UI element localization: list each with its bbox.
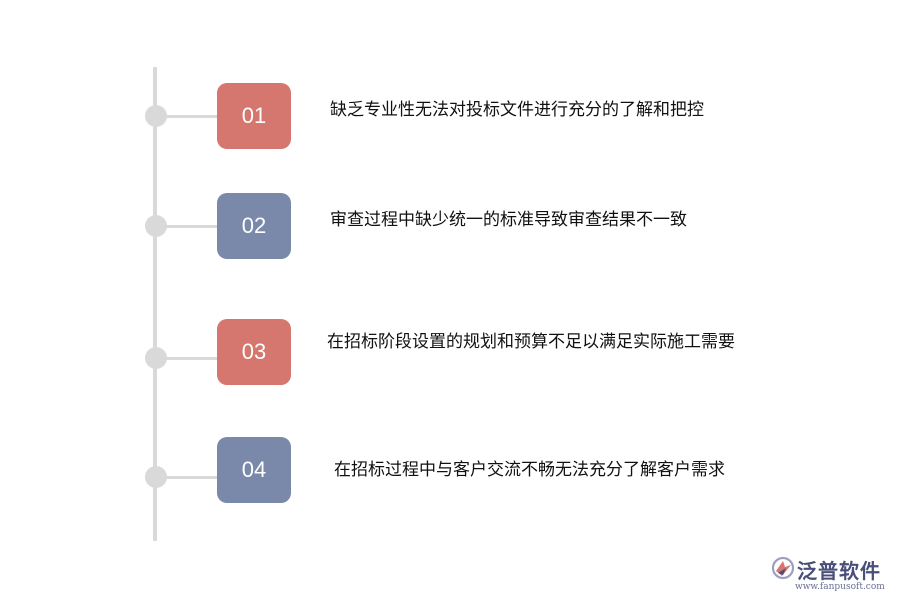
brand-logo: 泛普软件 www.fanpusoft.com bbox=[770, 555, 895, 595]
timeline-dot bbox=[145, 215, 167, 237]
step-number-badge: 03 bbox=[217, 319, 291, 385]
step-03: 03 在招标阶段设置的规划和预算不足以满足实际施工需要 bbox=[0, 318, 900, 388]
step-04: 04 在招标过程中与客户交流不畅无法充分了解客户需求 bbox=[0, 436, 900, 506]
brand-name: 泛普软件 bbox=[797, 559, 881, 583]
timeline-dot bbox=[145, 105, 167, 127]
step-number-badge: 02 bbox=[217, 193, 291, 259]
timeline-connector bbox=[165, 115, 217, 118]
fanpu-logo-icon bbox=[771, 556, 795, 580]
step-text: 在招标过程中与客户交流不畅无法充分了解客户需求 bbox=[334, 460, 725, 480]
step-text: 审查过程中缺少统一的标准导致审查结果不一致 bbox=[330, 210, 687, 230]
timeline-connector bbox=[165, 225, 217, 228]
step-number-badge: 01 bbox=[217, 83, 291, 149]
step-text: 在招标阶段设置的规划和预算不足以满足实际施工需要 bbox=[327, 332, 735, 352]
brand-url: www.fanpusoft.com bbox=[795, 582, 885, 592]
timeline-dot bbox=[145, 466, 167, 488]
timeline-line bbox=[153, 67, 157, 541]
step-01: 01 缺乏专业性无法对投标文件进行充分的了解和把控 bbox=[0, 82, 900, 152]
timeline-dot bbox=[145, 347, 167, 369]
step-02: 02 审查过程中缺少统一的标准导致审查结果不一致 bbox=[0, 192, 900, 262]
step-number-badge: 04 bbox=[217, 437, 291, 503]
timeline-connector bbox=[165, 357, 217, 360]
step-text: 缺乏专业性无法对投标文件进行充分的了解和把控 bbox=[330, 100, 704, 120]
timeline-connector bbox=[165, 476, 217, 479]
